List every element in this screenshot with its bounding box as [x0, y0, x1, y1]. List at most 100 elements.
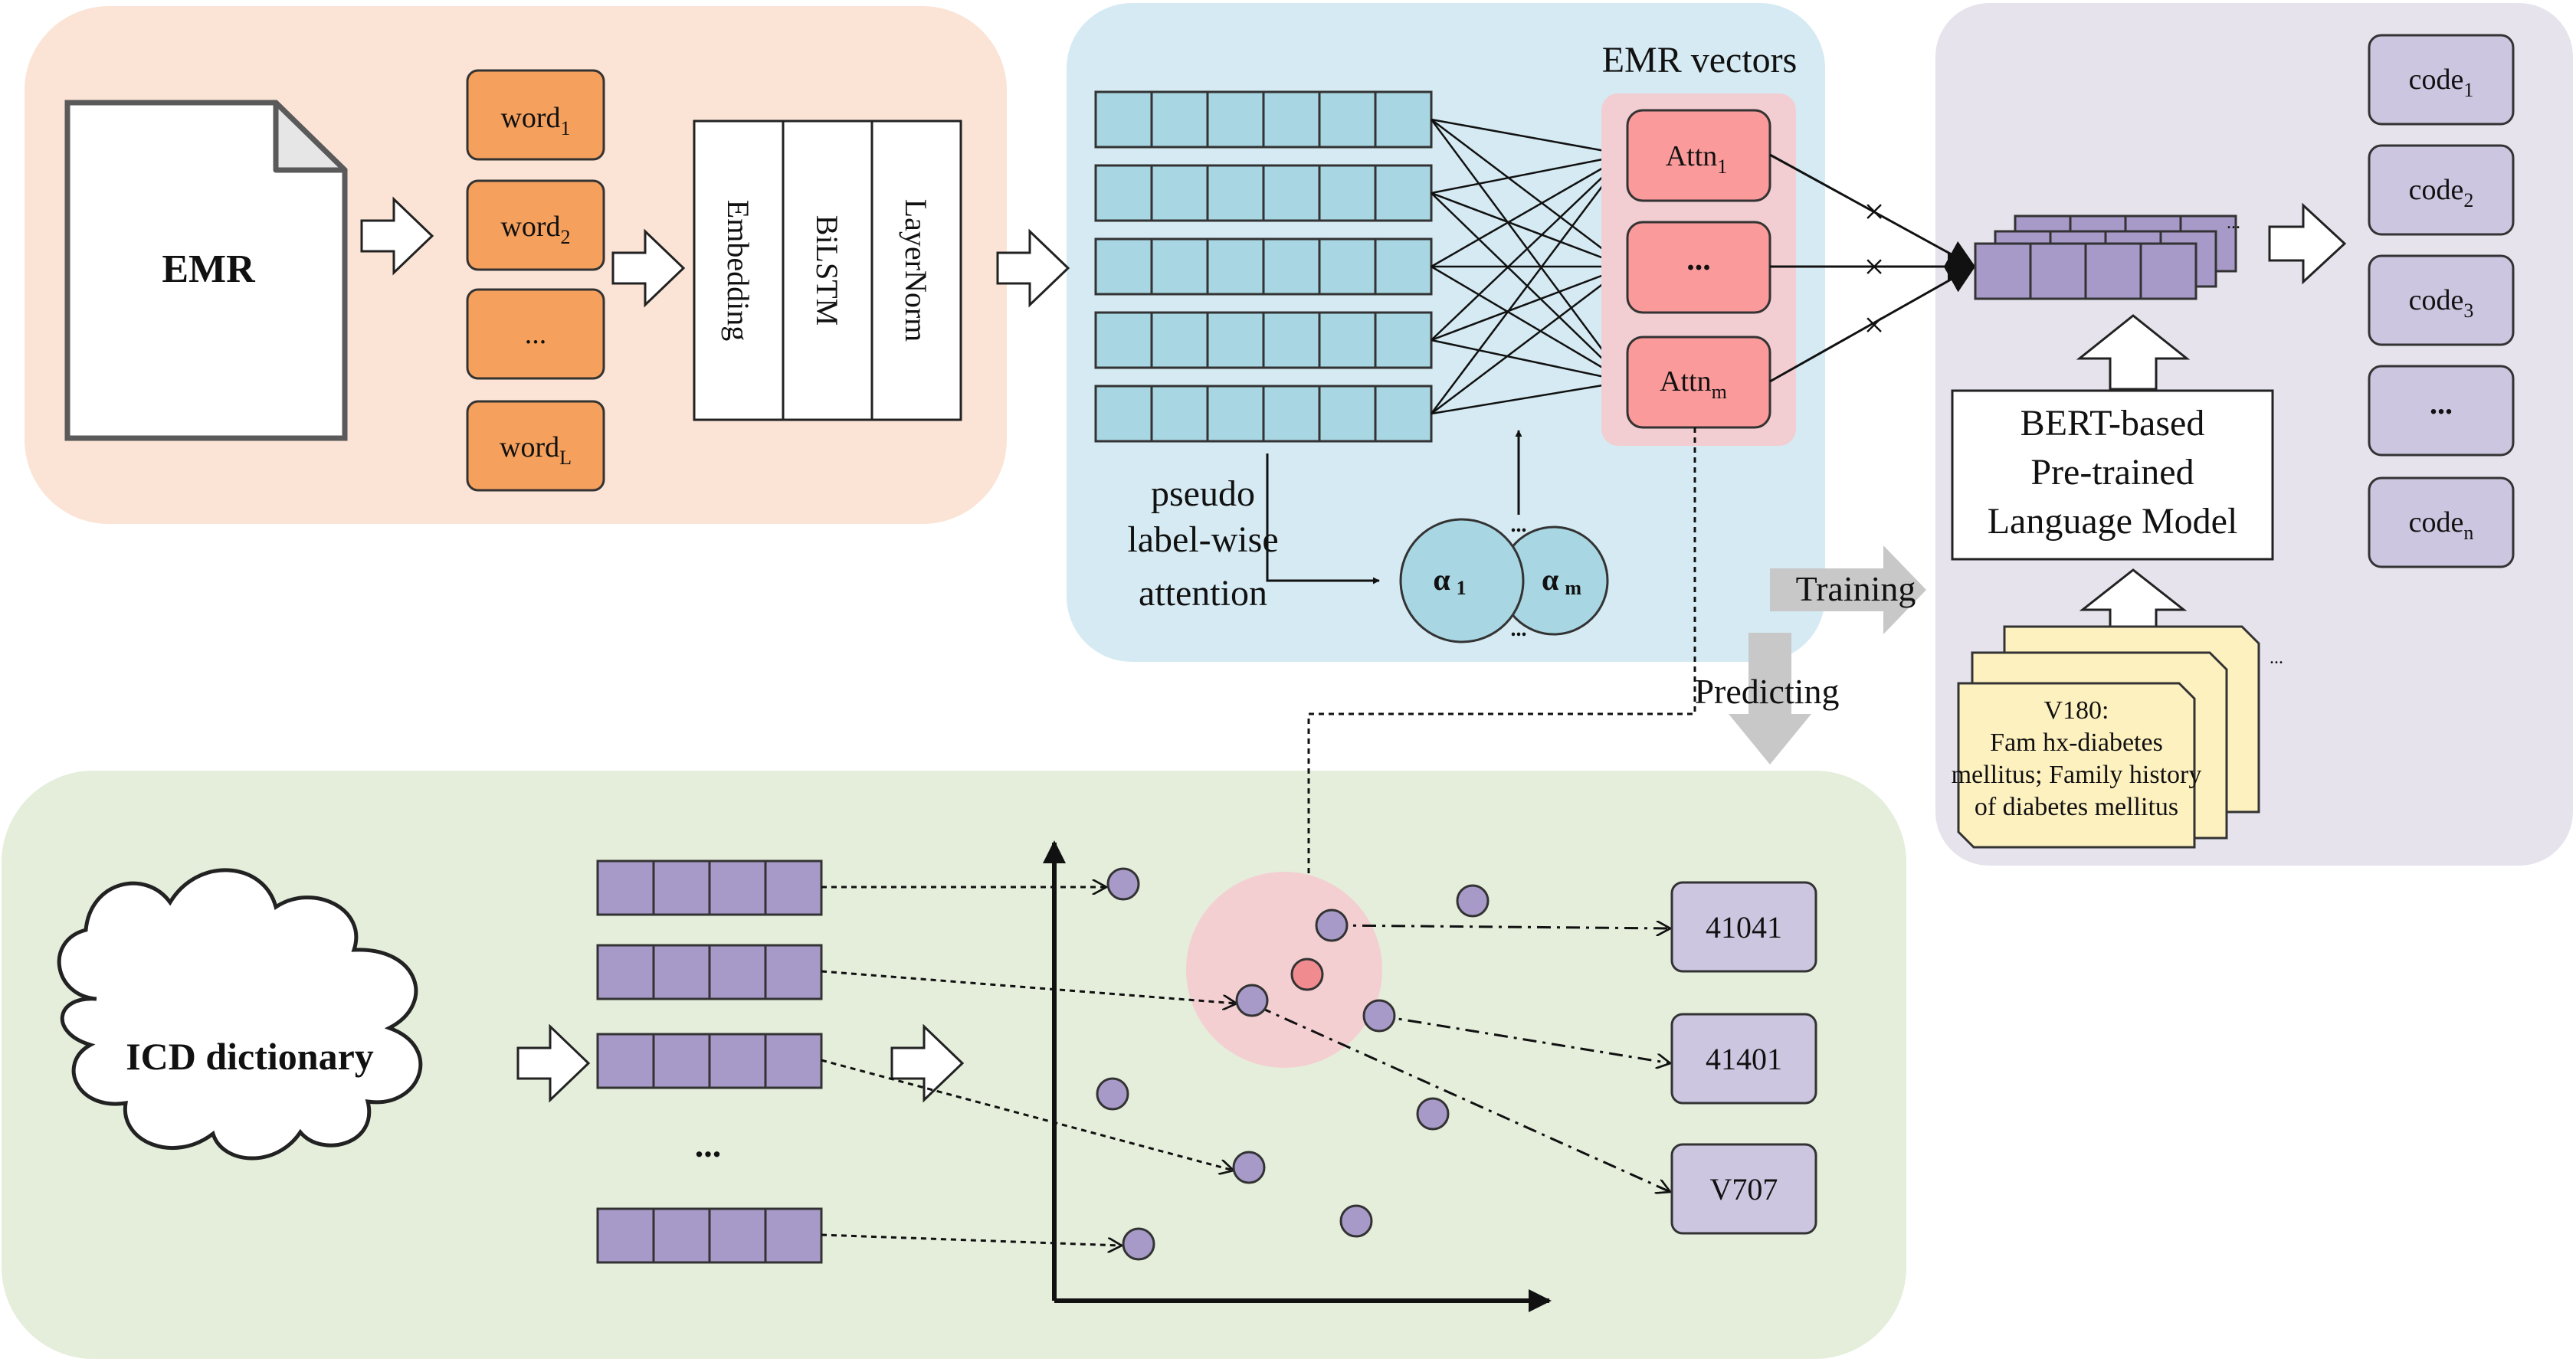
vector-row: [1094, 164, 1433, 222]
vector-cell: [1094, 385, 1153, 443]
emr-label: EMR: [162, 247, 256, 291]
bert-model-label: BERT-based: [2020, 403, 2205, 444]
hidden-vector-rows: [1094, 90, 1433, 443]
code-point: [1339, 1204, 1373, 1238]
result-code-box: [1670, 881, 1817, 973]
word-label: ...: [525, 318, 547, 350]
attention-edge: [1431, 118, 1627, 157]
attn-label: Attnm: [1660, 365, 1727, 403]
result-code-box: [1670, 1013, 1817, 1105]
code-box: [2368, 254, 2515, 346]
bert-model-label: Language Model: [1988, 501, 2238, 542]
vector-cell: [1206, 385, 1265, 443]
result-code-box: [1670, 1143, 1817, 1235]
vector-cell: [1262, 164, 1321, 222]
code-box: [2368, 476, 2515, 568]
icd-vector-rows: [596, 859, 823, 1264]
vector-row: [1094, 311, 1433, 369]
vector-cell: [1318, 311, 1377, 369]
icd-dictionary-cloud: [57, 868, 423, 1161]
icd-dots: ...: [695, 1125, 722, 1164]
vector-cell: [652, 1033, 711, 1089]
word-box: [466, 179, 605, 271]
times-symbol: ×: [1863, 247, 1884, 287]
word-box: [466, 400, 605, 492]
emr-vectors-title: EMR vectors: [1602, 40, 1798, 80]
vector-cell: [1150, 311, 1209, 369]
vector-cell: [596, 1033, 655, 1089]
note-line: mellitus; Family history: [1952, 761, 2202, 789]
training-arrow: [1770, 545, 1926, 634]
emr-document-icon: [64, 100, 348, 441]
alpha-dots: ...: [1511, 617, 1527, 641]
attention-edge: [1431, 265, 1627, 342]
vector-row: [596, 944, 823, 1000]
vector-cell: [1206, 237, 1265, 296]
vector-cell: [1374, 237, 1433, 296]
attention-edge: [1430, 119, 1627, 382]
predicting-arrow: [1729, 633, 1811, 764]
code-label: code1: [2409, 64, 2474, 101]
code-point: [1315, 909, 1349, 942]
attention-caption: attention: [1139, 573, 1267, 614]
code-list: code1 code2 code3 ... coden: [2368, 34, 2515, 568]
word-label: word1: [500, 102, 570, 139]
alpha-dots: ...: [1511, 513, 1527, 537]
flow-arrow: [516, 1023, 591, 1103]
vector-cell: [764, 944, 823, 1000]
bert-model-label: Pre-trained: [2030, 452, 2194, 493]
vector-cell: [652, 859, 711, 916]
stacked-code-vectors: ...: [1974, 213, 2240, 300]
bert-up-arrow: [2076, 314, 2191, 391]
attention-edge: [1431, 266, 1627, 414]
vector-cell: [764, 1033, 823, 1089]
attention-caption: label-wise: [1127, 519, 1278, 560]
attention-edge: [1431, 153, 1627, 268]
training-label: Training: [1796, 569, 1916, 608]
vector-cell: [1094, 237, 1153, 296]
vector-cell: [764, 1207, 823, 1264]
emr-query-point: [1290, 958, 1324, 991]
attn-box: [1626, 336, 1771, 429]
caption-to-alpha-arrow: [1266, 453, 1380, 584]
nearest-code-arrow: [1257, 1005, 1670, 1192]
embedding-layer: Embedding: [721, 200, 755, 341]
code-point: [1106, 867, 1140, 901]
code-point: [1416, 1097, 1450, 1131]
attention-edge: [1431, 152, 1627, 195]
flow-arrow: [890, 1023, 965, 1103]
code-description-note: [1957, 682, 2196, 849]
bilstm-layer: BiLSTM: [810, 215, 844, 326]
vector-cell: [1374, 90, 1433, 149]
times-symbol: ×: [1863, 305, 1884, 345]
attention-edge: [1431, 154, 1627, 414]
attention-edge: [1431, 192, 1627, 382]
result-code-label: 41401: [1706, 1042, 1782, 1076]
attn-label: Attn1: [1666, 140, 1728, 178]
attention-connections: [1430, 118, 1627, 415]
neighborhood-highlight: [1186, 872, 1382, 1068]
prediction-link: [1309, 427, 1696, 962]
attention-edge: [1431, 339, 1627, 384]
vector-cell: [1150, 164, 1209, 222]
result-code-label: V707: [1710, 1172, 1778, 1206]
attention-edge: [1431, 119, 1627, 267]
code-label: ...: [2430, 386, 2453, 421]
vector-cell: [708, 1207, 767, 1264]
nearest-code-arrow: [1378, 1014, 1670, 1063]
vector-cell: [652, 944, 711, 1000]
vector-cell: [708, 859, 767, 916]
attention-caption: pseudo: [1151, 473, 1255, 514]
flow-arrow: [996, 228, 1070, 308]
code-point: [1096, 1077, 1129, 1111]
note-line: Fam hx-diabetes: [1990, 728, 2163, 757]
code-label: code2: [2409, 174, 2474, 211]
vector-cell: [1206, 311, 1265, 369]
vector-cell: [708, 944, 767, 1000]
vector-row: [1094, 385, 1433, 443]
vector-cell: [1374, 385, 1433, 443]
vector-cell: [764, 859, 823, 916]
vector-cell: [596, 944, 655, 1000]
vector-cell: [596, 1207, 655, 1264]
